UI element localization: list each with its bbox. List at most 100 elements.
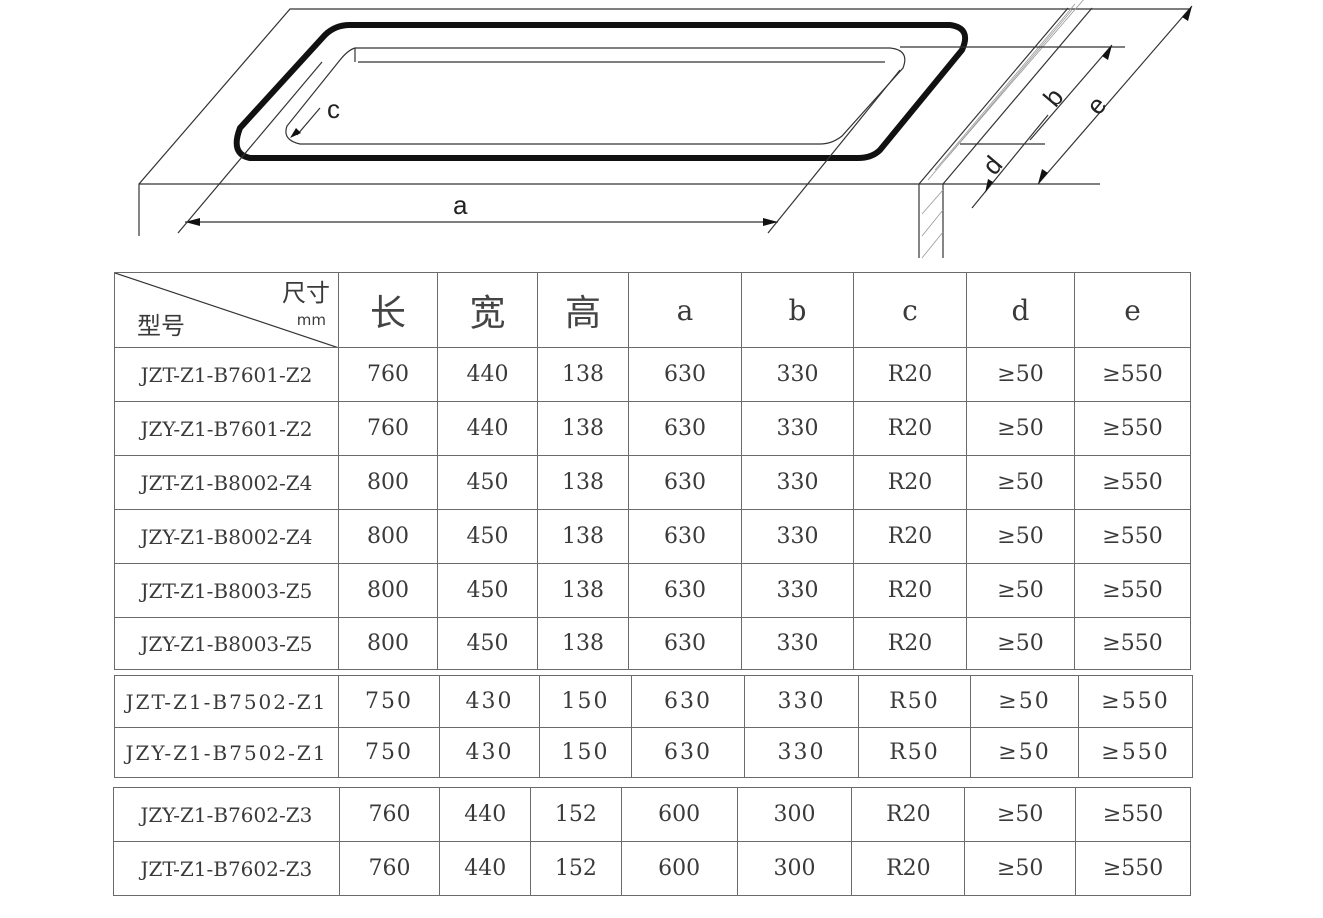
cell-d: ≥50 bbox=[966, 455, 1075, 510]
cell-d: ≥50 bbox=[966, 347, 1075, 402]
cell-d: ≥50 bbox=[966, 617, 1075, 670]
cell-b: 330 bbox=[741, 509, 854, 564]
cell-a: 630 bbox=[628, 455, 742, 510]
cell-length: 750 bbox=[338, 675, 440, 728]
header-c: c bbox=[853, 272, 967, 348]
dimension-d-line bbox=[971, 114, 1049, 209]
cell-width: 450 bbox=[437, 509, 538, 564]
table-header-row: 尺寸 mm 型号 长 宽 高 a b c d e bbox=[114, 272, 1191, 348]
cell-height: 138 bbox=[537, 347, 629, 402]
cell-e: ≥550 bbox=[1074, 509, 1191, 564]
header-height: 高 bbox=[537, 272, 629, 348]
header-length: 长 bbox=[338, 272, 438, 348]
header-model-label: 型号 bbox=[137, 312, 185, 340]
cell-d: ≥50 bbox=[964, 841, 1077, 896]
label-d: d bbox=[976, 150, 1008, 180]
cell-b: 330 bbox=[741, 455, 854, 510]
cell-e: ≥550 bbox=[1075, 787, 1191, 842]
cell-b: 330 bbox=[741, 401, 854, 456]
cell-c: R20 bbox=[853, 509, 967, 564]
cell-d: ≥50 bbox=[970, 727, 1079, 778]
label-b: b bbox=[1037, 82, 1069, 112]
cell-c: R20 bbox=[853, 563, 967, 618]
header-unit-label: mm bbox=[296, 311, 326, 329]
radius-c-leader bbox=[296, 107, 321, 136]
header-d: d bbox=[966, 272, 1075, 348]
cell-e: ≥550 bbox=[1074, 455, 1191, 510]
cell-d: ≥50 bbox=[966, 401, 1075, 456]
cell-width: 450 bbox=[437, 617, 538, 670]
cell-model: JZY-Z1-B8002-Z4 bbox=[114, 509, 339, 564]
header-a: a bbox=[628, 272, 742, 348]
cell-c: R50 bbox=[858, 675, 971, 728]
cell-a: 600 bbox=[620, 841, 738, 896]
cell-height: 138 bbox=[537, 455, 629, 510]
cell-width: 440 bbox=[437, 347, 538, 402]
sink-rim-outline bbox=[233, 22, 968, 161]
cell-width: 440 bbox=[439, 841, 532, 896]
cutout-dimension-diagram: a c b e d bbox=[138, 0, 1193, 259]
label-a: a bbox=[453, 190, 468, 220]
cell-model: JZT-Z1-B8002-Z4 bbox=[114, 455, 339, 510]
cell-width: 440 bbox=[437, 401, 538, 456]
cell-b: 300 bbox=[736, 787, 853, 842]
cell-height: 138 bbox=[537, 617, 629, 670]
spec-table-main: 尺寸 mm 型号 长 宽 高 a b c d e JZT-Z1-B7601-Z2… bbox=[114, 272, 1191, 670]
cell-length: 760 bbox=[338, 841, 441, 896]
cell-model: JZT-Z1-B7601-Z2 bbox=[114, 347, 339, 402]
cell-length: 800 bbox=[338, 617, 438, 670]
dimension-e-line bbox=[1037, 5, 1193, 185]
cell-width: 450 bbox=[437, 563, 538, 618]
dimension-b-line bbox=[1029, 44, 1113, 141]
cell-a: 600 bbox=[620, 787, 738, 842]
cell-model: JZY-Z1-B7601-Z2 bbox=[114, 401, 339, 456]
cell-b: 330 bbox=[744, 675, 859, 728]
cell-model: JZY-Z1-B8003-Z5 bbox=[114, 617, 339, 670]
cell-model: JZY-Z1-B7502-Z1 bbox=[114, 727, 339, 778]
cell-height: 138 bbox=[537, 509, 629, 564]
cell-e: ≥550 bbox=[1074, 617, 1191, 670]
diagonal-divider bbox=[115, 273, 337, 347]
cell-c: R20 bbox=[853, 455, 967, 510]
cell-a: 630 bbox=[628, 509, 742, 564]
header-width: 宽 bbox=[437, 272, 538, 348]
cell-width: 430 bbox=[439, 675, 540, 728]
cell-e: ≥550 bbox=[1074, 401, 1191, 456]
cell-length: 760 bbox=[338, 787, 441, 842]
cell-e: ≥550 bbox=[1074, 563, 1191, 618]
basin-inner-outline bbox=[285, 47, 906, 145]
cell-a: 630 bbox=[631, 675, 745, 728]
cell-e: ≥550 bbox=[1078, 675, 1193, 728]
cell-height: 138 bbox=[537, 401, 629, 456]
cell-c: R20 bbox=[853, 401, 967, 456]
cell-c: R20 bbox=[853, 347, 967, 402]
cell-height: 152 bbox=[530, 787, 622, 842]
cell-length: 800 bbox=[338, 455, 438, 510]
cell-d: ≥50 bbox=[966, 509, 1075, 564]
cell-width: 450 bbox=[437, 455, 538, 510]
cell-height: 150 bbox=[539, 675, 632, 728]
cell-c: R20 bbox=[851, 841, 966, 896]
cell-b: 330 bbox=[741, 347, 854, 402]
cell-length: 800 bbox=[338, 563, 438, 618]
cell-height: 138 bbox=[537, 563, 629, 618]
cell-b: 300 bbox=[736, 841, 853, 896]
cell-width: 430 bbox=[439, 727, 540, 778]
cell-model: JZT-Z1-B8003-Z5 bbox=[114, 563, 339, 618]
cell-model: JZY-Z1-B7602-Z3 bbox=[113, 787, 340, 842]
cell-e: ≥550 bbox=[1075, 841, 1191, 896]
cell-a: 630 bbox=[628, 401, 742, 456]
cell-height: 150 bbox=[539, 727, 632, 778]
cell-length: 760 bbox=[338, 347, 438, 402]
cell-b: 330 bbox=[741, 563, 854, 618]
cell-length: 750 bbox=[338, 727, 440, 778]
header-dimension-label: 尺寸 bbox=[282, 279, 330, 307]
header-e: e bbox=[1074, 272, 1191, 348]
